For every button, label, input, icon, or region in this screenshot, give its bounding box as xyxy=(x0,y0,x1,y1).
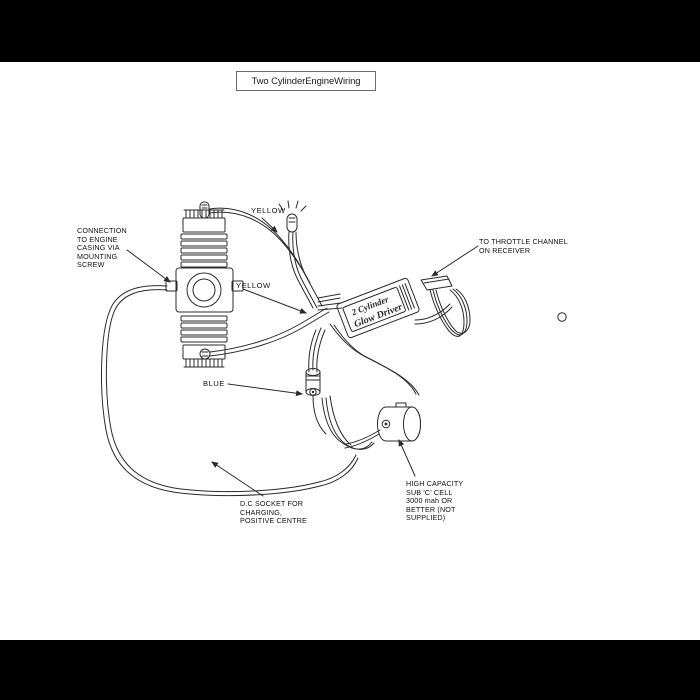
annotation-connection-to-engine-casing: CONNECTION TO ENGINE CASING VIA MOUNTING… xyxy=(77,226,127,270)
annotation-to-throttle-channel: TO THROTTLE CHANNEL ON RECEIVER xyxy=(479,237,568,255)
engine-crankcase xyxy=(165,267,244,313)
letterbox-bottom xyxy=(0,640,700,700)
engine-upper-fins xyxy=(180,233,228,268)
annotation-dc-socket: D.C SOCKET FOR CHARGING, POSITIVE CENTRE xyxy=(240,499,307,526)
leader-battery-cell xyxy=(398,439,416,477)
leader-dc-socket xyxy=(211,461,264,497)
engine-upper-glow-plug xyxy=(199,201,210,219)
power-loop-wires xyxy=(318,323,420,487)
receiver-lead xyxy=(414,275,471,337)
letterbox-top xyxy=(0,0,700,62)
yellow-lead-lower xyxy=(209,307,330,357)
leader-blue xyxy=(227,383,303,397)
engine-lower-fins xyxy=(180,315,228,343)
diagram-title-box: Two CylinderEngineWiring xyxy=(236,71,376,91)
free-glow-plug xyxy=(278,200,323,309)
leader-lines xyxy=(126,217,479,497)
blue-ground-lead xyxy=(100,285,321,497)
diagram-canvas: Two CylinderEngineWiring CONNECTION TO E… xyxy=(0,62,700,640)
glow-driver-module: 2 Cylinder Glow Driver xyxy=(336,277,420,339)
wiring-line-art: 2 Cylinder Glow Driver xyxy=(100,200,567,497)
leader-yellow-lower xyxy=(242,288,307,314)
sub-c-battery-cell xyxy=(344,402,421,449)
wire-label-yellow-lower: YELLOW xyxy=(236,281,271,290)
diagram-title-text: Two CylinderEngineWiring xyxy=(251,75,361,87)
engine-upper-head xyxy=(182,209,226,233)
module-input-bundle xyxy=(317,293,343,311)
annotation-battery-cell: HIGH CAPACITY SUB 'C' CELL 3000 mah OR B… xyxy=(406,479,464,523)
dc-charging-socket xyxy=(305,327,327,435)
wire-label-yellow-upper: YELLOW xyxy=(251,206,286,215)
wire-label-blue: BLUE xyxy=(203,379,225,388)
leader-yellow-upper xyxy=(261,217,278,233)
stray-circle-mark xyxy=(557,312,567,322)
leader-to-throttle-channel xyxy=(431,245,479,277)
servo-connector-plug xyxy=(420,275,453,291)
engine-lower-glow-plug xyxy=(199,348,211,360)
engine-assembly xyxy=(165,201,244,368)
leader-connection-to-engine xyxy=(126,249,171,283)
